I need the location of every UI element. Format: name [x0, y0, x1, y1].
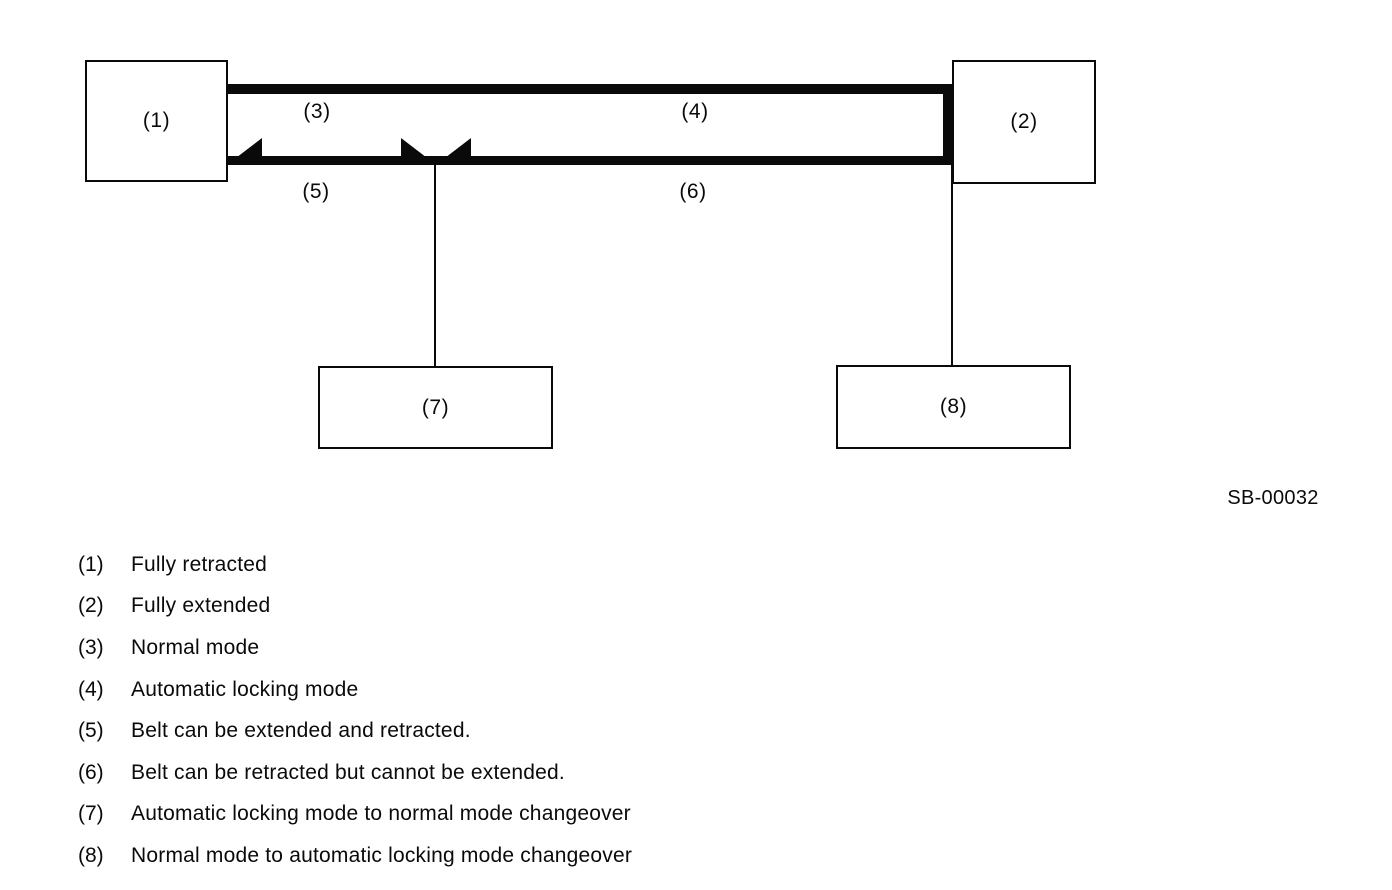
legend-item-6: (6) Belt can be retracted but cannot be …: [78, 752, 838, 794]
arrowhead-left-icon: [228, 138, 262, 164]
legend-item-3: (3) Normal mode: [78, 627, 838, 669]
mode-bar-top: [228, 84, 952, 94]
arrow-label-normal-mode: (3): [303, 100, 331, 123]
node-box-normal-to-alr-changeover: (8): [836, 365, 1071, 449]
mode-bar-elbow: [943, 84, 953, 165]
connector-line-junction-to-box7: [434, 160, 436, 366]
connector-line-box2-to-box8: [951, 162, 953, 365]
legend-item-text: Automatic locking mode: [131, 677, 359, 701]
legend-item-text: Automatic locking mode to normal mode ch…: [131, 802, 631, 826]
belt-travel-line: [228, 156, 952, 165]
legend-item-text: Normal mode: [131, 635, 260, 659]
legend-item-7: (7) Automatic locking mode to normal mod…: [78, 794, 838, 836]
legend-item-text: Belt can be extended and retracted.: [131, 719, 471, 743]
node-box-2-label: (2): [1010, 110, 1038, 133]
legend-item-number: (2): [78, 594, 104, 618]
arrow-label-retract-only: (6): [679, 180, 707, 203]
legend-item-8: (8) Normal mode to automatic locking mod…: [78, 835, 838, 877]
node-box-fully-extended: (2): [952, 60, 1096, 184]
legend-item-4: (4) Automatic locking mode: [78, 669, 838, 711]
legend-item-text: Normal mode to automatic locking mode ch…: [131, 843, 633, 867]
node-box-fully-retracted: (1): [85, 60, 228, 182]
arrow-label-auto-locking-mode: (4): [681, 100, 709, 123]
arrowhead-left-junction-icon: [437, 138, 471, 164]
legend-item-number: (5): [78, 719, 104, 743]
legend-item-number: (1): [78, 552, 104, 576]
legend-item-2: (2) Fully extended: [78, 586, 838, 628]
node-box-8-label: (8): [939, 395, 968, 418]
legend-item-number: (7): [78, 802, 104, 826]
legend-item-text: Belt can be retracted but cannot be exte…: [131, 760, 565, 784]
legend-item-text: Fully retracted: [131, 552, 268, 576]
legend-item-text: Fully extended: [131, 594, 271, 618]
node-box-1-label: (1): [142, 109, 171, 132]
legend-item-number: (3): [78, 635, 104, 659]
legend-item-1: (1) Fully retracted: [78, 544, 838, 586]
figure-code: SB-00032: [1227, 487, 1319, 509]
legend: (1) Fully retracted (2) Fully extended (…: [78, 544, 838, 877]
legend-item-5: (5) Belt can be extended and retracted.: [78, 710, 838, 752]
legend-item-number: (4): [78, 677, 104, 701]
legend-item-number: (8): [78, 843, 104, 867]
node-box-alr-to-normal-changeover: (7): [318, 366, 553, 449]
arrowhead-right-junction-icon: [401, 138, 435, 164]
legend-item-number: (6): [78, 760, 104, 784]
node-box-7-label: (7): [421, 395, 450, 419]
arrow-label-extend-retract: (5): [302, 180, 330, 203]
